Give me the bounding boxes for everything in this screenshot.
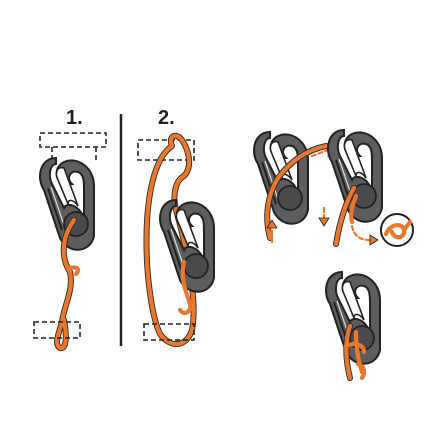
carabiner-clip-icon — [325, 271, 381, 365]
cord-icon — [265, 143, 329, 241]
carabiner-clip-icon — [327, 129, 383, 223]
step-1-label: 1. — [66, 107, 83, 129]
cord-icon — [344, 323, 353, 381]
top-anchor-dashed-icon — [39, 132, 107, 148]
knot-detail-icon — [380, 213, 414, 247]
top-anchor-dashed-icon — [137, 139, 195, 161]
bottom-anchor-dashed-icon — [33, 321, 81, 339]
detail-finished — [325, 271, 381, 381]
detail-pulling — [318, 129, 414, 247]
cord-icon — [333, 185, 357, 247]
arrow-icon — [350, 224, 372, 242]
step-2-illustration — [137, 132, 215, 347]
step-1-illustration — [33, 132, 107, 351]
step-2-label: 2. — [158, 107, 175, 129]
arrow-icon — [310, 148, 330, 158]
bottom-anchor-dashed-icon — [143, 323, 195, 341]
